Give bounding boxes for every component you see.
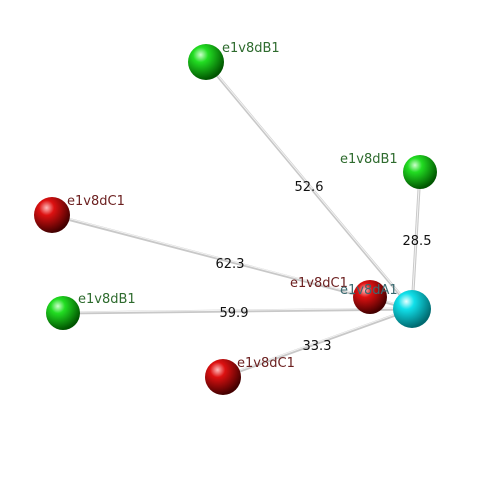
edge-highlight [205,60,413,309]
node-r_center-sphere[interactable] [353,280,387,314]
edge-weight-label: 33.3 [303,339,332,354]
edge-weight-label: 28.5 [403,234,432,249]
node-g_left-sphere[interactable] [46,296,80,330]
node-labels-layer: e1v8dB1e1v8dB1e1v8dC1e1v8dB1e1v8dC1e1v8d… [67,41,398,371]
node-r_left-sphere[interactable] [34,197,70,233]
node-r_bottom-sphere[interactable] [205,359,241,395]
edge-weight-label: 52.6 [295,180,324,195]
edge-highlight [62,307,413,313]
node-label: e1v8dB1 [78,292,136,307]
edge-labels-layer: 52.6 28.5 62.3 59.9 33.3 [216,180,432,354]
edge-hub-g_left [62,307,413,315]
edge-highlight [411,171,421,309]
edge-highlight [51,213,413,309]
node-label: e1v8dB1 [222,41,280,56]
node-hub-sphere[interactable] [393,290,431,328]
edge-weight-label: 62.3 [216,257,245,272]
edges-layer [51,60,422,379]
node-g_top-sphere[interactable] [188,44,224,80]
edge-weight-label: 59.9 [220,306,249,321]
nodes-layer [34,44,437,395]
node-g_right-sphere[interactable] [403,155,437,189]
edge-hub-r_bottom [222,307,413,379]
node-label: e1v8dC1 [67,194,125,209]
node-label: e1v8dC1 [237,356,295,371]
node-label: e1v8dC1 [290,276,348,291]
edge-hub-r_left [51,213,413,311]
node-label: e1v8dB1 [340,152,398,167]
node-label: e1v8dA1 [340,283,398,298]
edge-highlight [222,307,413,377]
edge-hub-g_top [204,61,414,310]
